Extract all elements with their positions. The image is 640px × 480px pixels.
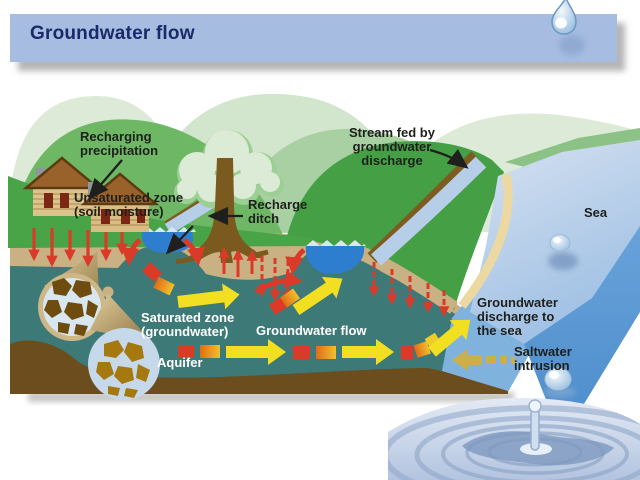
- water-ripple-graphic: [388, 398, 640, 480]
- label-stream-fed: Stream fed by groundwater discharge: [349, 125, 435, 168]
- label-saltwater-intrusion: Saltwater intrusion: [514, 344, 572, 373]
- label-unsaturated-zone: Unsaturated zone (soil moisture): [74, 190, 184, 219]
- label-arrows: [87, 148, 469, 255]
- label-groundwater-flow: Groundwater flow: [256, 323, 367, 338]
- label-groundwater-discharge: Groundwater discharge to the sea: [477, 295, 558, 338]
- page-title: Groundwater flow: [30, 23, 195, 44]
- diagram-shadow: [28, 392, 514, 402]
- saltwater-intrusion-arrow: [452, 349, 515, 371]
- tree-uptake-arrows: [218, 246, 258, 277]
- soil-magnifier: [38, 252, 106, 341]
- stream-pond: [305, 240, 366, 274]
- label-aquifer: Aquifer: [157, 355, 203, 370]
- label-sea: Sea: [584, 205, 608, 220]
- ground-surface: [8, 176, 318, 248]
- percolation-arrows: [28, 228, 128, 268]
- sea-droplet-small: [548, 234, 578, 270]
- infiltration-arrows-slope: [368, 262, 450, 318]
- sea-droplet-large: [544, 367, 576, 398]
- label-saturated-zone: Saturated zone (groundwater): [141, 310, 235, 339]
- label-recharging-precipitation: Recharging precipitation: [80, 129, 159, 158]
- title-banner: Groundwater flow: [10, 14, 617, 62]
- label-recharge-ditch: Recharge ditch: [248, 197, 308, 226]
- aquifer-magnifier: [88, 286, 160, 400]
- beach: [458, 173, 513, 309]
- water-droplet-icon: [551, 0, 585, 55]
- groundwater-flow-arrows: [142, 262, 471, 365]
